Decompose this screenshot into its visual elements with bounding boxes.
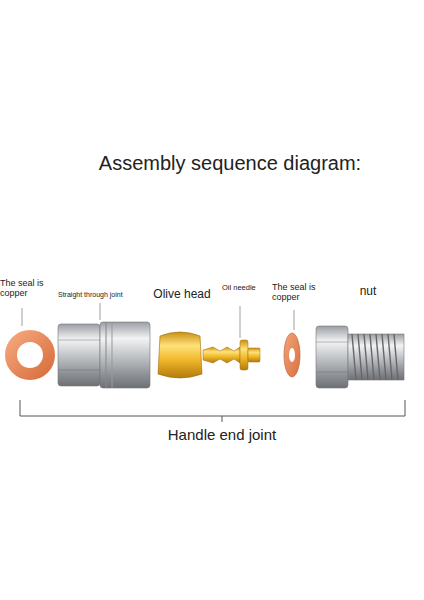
part-label: Olive head	[148, 288, 216, 302]
part-label: nut	[350, 285, 386, 299]
nut	[316, 326, 404, 388]
straight-joint	[58, 322, 150, 388]
group-label: Handle end joint	[112, 426, 332, 443]
copper-washer	[11, 336, 49, 374]
small-copper-washer	[284, 333, 300, 377]
oil-needle	[203, 340, 260, 370]
bracket	[20, 400, 405, 422]
olive-head	[158, 332, 202, 378]
part-label: Oil needle	[222, 284, 256, 293]
part-label: The seal is copper	[272, 282, 322, 303]
diagram-title: Assembly sequence diagram:	[60, 152, 400, 175]
part-label: The seal is copper	[0, 278, 52, 299]
part-label: Straight through joint	[58, 291, 158, 299]
